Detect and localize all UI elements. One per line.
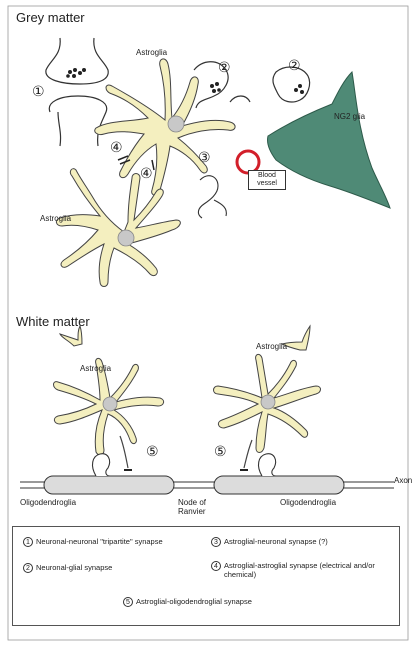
legend-num-5: 5 [123,597,133,607]
marker-3: ③ [198,150,211,166]
legend-text-4: Astroglial-astroglial synapse (electrica… [224,561,384,579]
label-node-line1: Node of [178,498,206,507]
astrocyte-wm-right-nucleus [261,395,275,409]
astrocyte-top [95,59,235,195]
legend-text-2: Neuronal-glial synapse [36,563,186,572]
label-oligo-right: Oligodendroglia [280,498,336,507]
label-oligo-left: Oligodendroglia [20,498,76,507]
label-blood: Blood [251,172,283,180]
marker-5b: ⑤ [214,444,227,460]
grey-matter-title: Grey matter [16,10,85,25]
astrocyte-wm-left-nucleus [103,397,117,411]
legend-num-2: 2 [23,563,33,573]
legend-text-5: Astroglial-oligodendroglial synapse [136,597,336,606]
synapse-3-neuron [198,176,226,218]
marker-4b: ④ [140,166,153,182]
label-ng2-glia: NG2 glia [334,112,365,121]
legend-num-4: 4 [211,561,221,571]
blood-vessel-label-box: Blood vessel [248,170,286,190]
label-astroglia-top: Astroglia [136,48,167,57]
label-astroglia-wm-left: Astroglia [80,364,111,373]
myelin-sheath-left [44,476,174,494]
label-vessel: vessel [251,180,283,188]
synapse-2a-vesicles [210,82,221,93]
wm-left-process [120,436,128,468]
label-axon: Axon [394,476,412,485]
label-astroglia-wm-right: Astroglia [256,342,287,351]
label-node-of-ranvier: Node of Ranvier [178,498,206,516]
astroglia-tuft-left [60,326,82,346]
marker-5a: ⑤ [146,444,159,460]
astrocyte-top-nucleus [168,116,184,132]
marker-group-white: ⑤ ⑤ [146,444,227,460]
marker-1: ① [32,84,45,100]
astrocyte-mid-nucleus [118,230,134,246]
marker-2a: ② [218,60,231,76]
marker-2b: ② [288,58,301,74]
white-matter-title: White matter [16,314,90,329]
oligo-process-right [259,454,276,476]
wm-right-process [244,440,252,468]
marker-4a: ④ [110,140,123,156]
legend-num-3: 3 [211,537,221,547]
myelin-sheath-right [214,476,344,494]
oligo-process-left [93,454,110,476]
label-astroglia-mid: Astroglia [40,214,71,223]
legend-num-1: 1 [23,537,33,547]
legend-text-3: Astroglial-neuronal synapse (?) [224,537,389,546]
astrocyte-mid [56,169,180,287]
legend-text-1: Neuronal-neuronal "tripartite" synapse [36,537,186,546]
label-node-line2: Ranvier [178,507,206,516]
